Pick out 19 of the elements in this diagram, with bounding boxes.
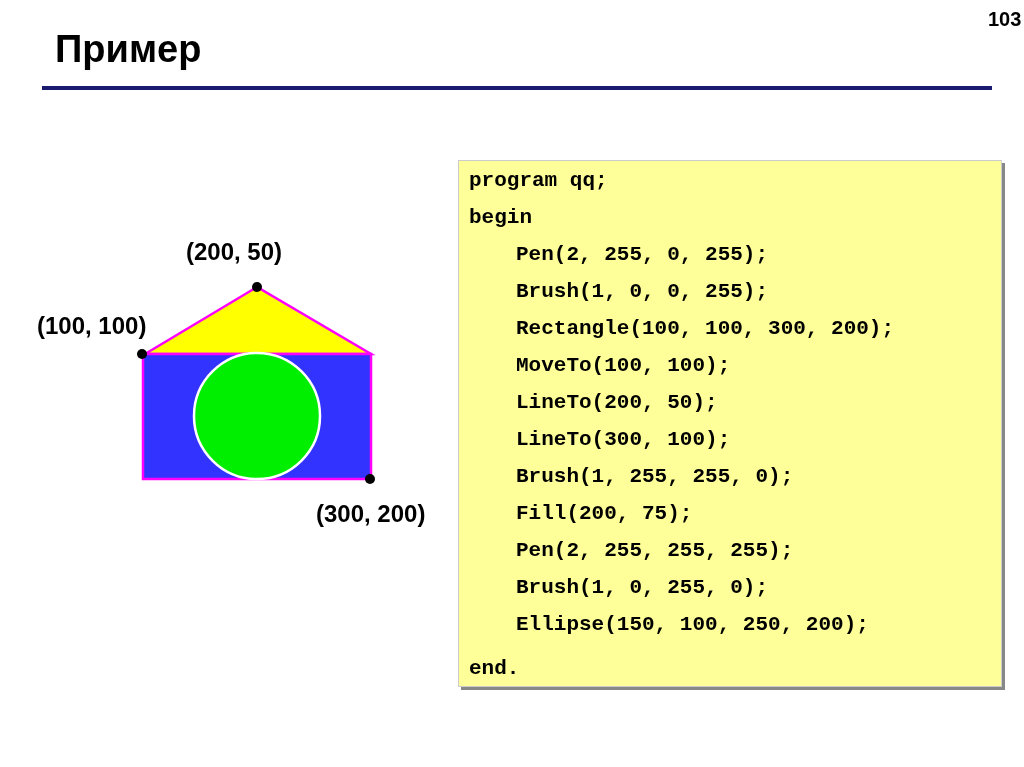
code-line: Pen(2, 255, 0, 255); bbox=[516, 243, 769, 266]
code-line: program qq; bbox=[469, 169, 608, 192]
code-line: Brush(1, 0, 0, 255); bbox=[516, 280, 769, 303]
code-line: end. bbox=[469, 657, 520, 680]
code-line: MoveTo(100, 100); bbox=[516, 354, 731, 377]
coordinate-label: (100, 100) bbox=[37, 312, 147, 340]
slide-title: Пример bbox=[55, 28, 202, 71]
code-line: Ellipse(150, 100, 250, 200); bbox=[516, 613, 869, 636]
code-line: Rectangle(100, 100, 300, 200); bbox=[516, 317, 895, 340]
coordinate-label: (300, 200) bbox=[316, 500, 426, 528]
code-line: LineTo(200, 50); bbox=[516, 391, 718, 414]
code-line: LineTo(300, 100); bbox=[516, 428, 731, 451]
code-line: Pen(2, 255, 255, 255); bbox=[516, 539, 794, 562]
page-number: 103 bbox=[988, 8, 1022, 31]
coordinate-label: (200, 50) bbox=[186, 238, 283, 266]
code-line: Brush(1, 255, 255, 0); bbox=[516, 465, 794, 488]
code-line: Fill(200, 75); bbox=[516, 502, 693, 525]
code-line: begin bbox=[469, 206, 532, 229]
code-line: Brush(1, 0, 255, 0); bbox=[516, 576, 769, 599]
